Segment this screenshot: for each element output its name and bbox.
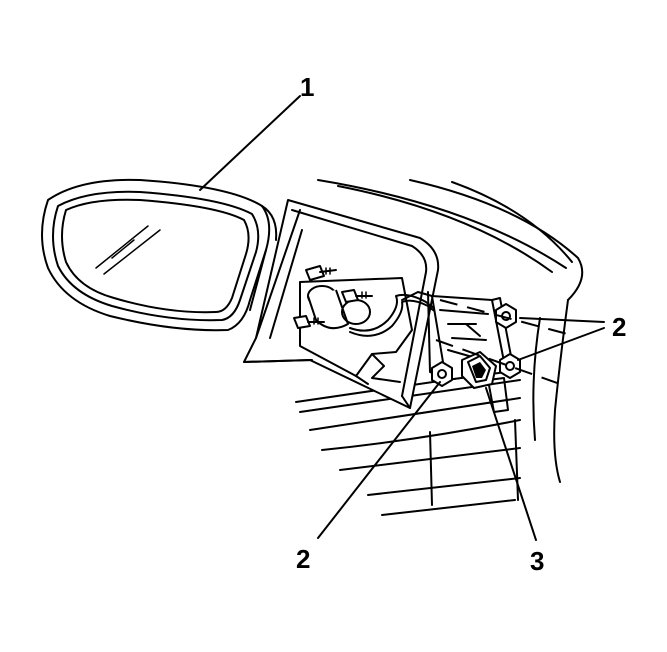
screw-lower-icon — [293, 315, 325, 329]
leader-lines — [199, 95, 605, 541]
outside-mirror — [41, 178, 278, 332]
electrical-connector — [461, 351, 497, 389]
alignment-lines — [435, 299, 576, 385]
leader-2c — [317, 381, 441, 539]
callout-1-label: 1 — [300, 72, 314, 102]
screw-upper-icon — [305, 265, 337, 281]
screw-middle-icon — [341, 289, 373, 303]
nut-lower-icon — [431, 361, 453, 387]
callout-2-lower-label: 2 — [296, 544, 310, 574]
leader-2b — [517, 327, 605, 361]
callout-3-label: 3 — [530, 546, 544, 576]
mirror-screws — [293, 265, 373, 329]
leader-2a — [519, 317, 605, 323]
callout-2-upper-label: 2 — [612, 312, 626, 342]
door-body — [295, 179, 584, 516]
leader-3 — [485, 387, 537, 541]
nut-right-icon — [499, 353, 521, 379]
leader-1 — [199, 95, 301, 191]
